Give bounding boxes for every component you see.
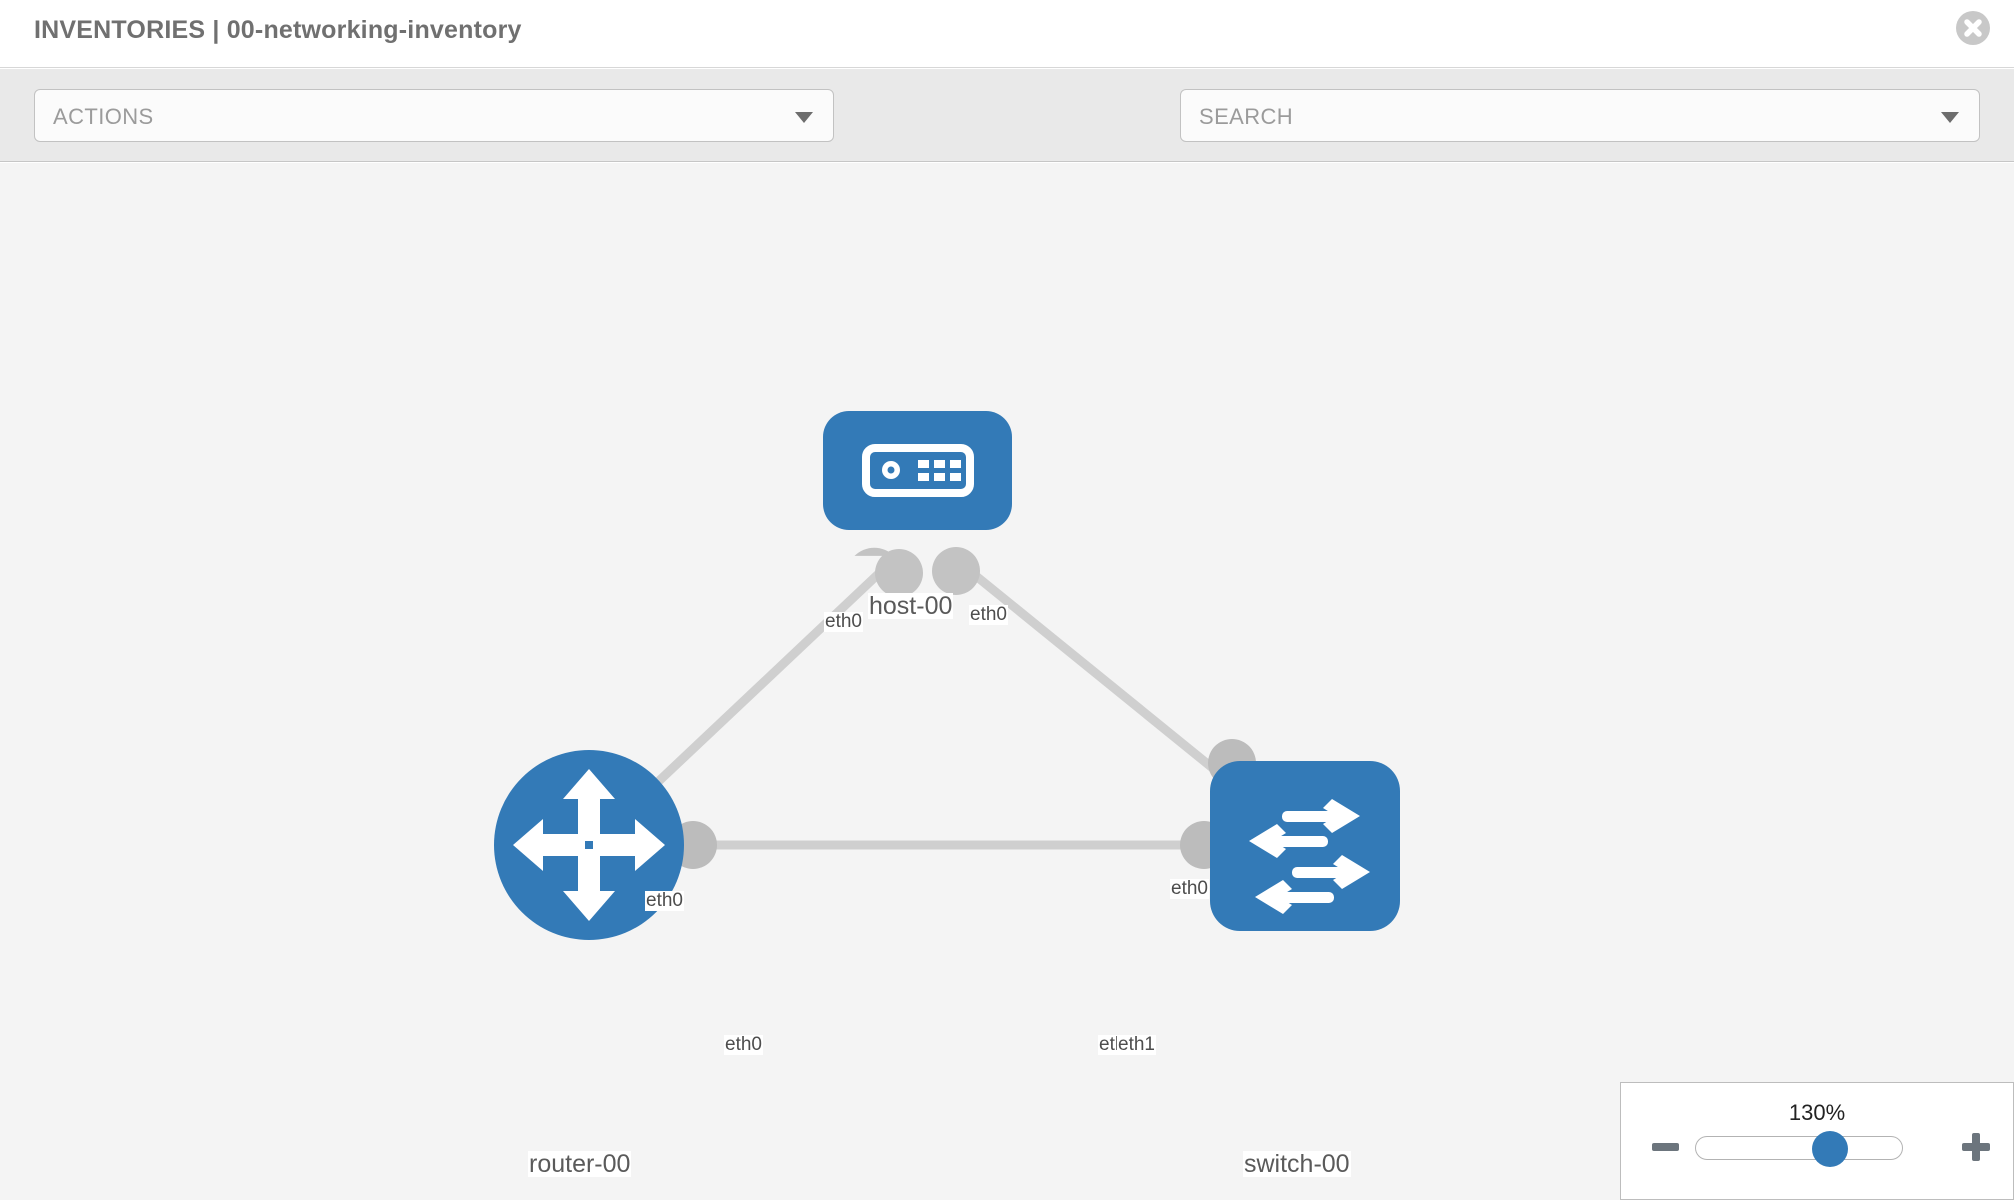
chevron-down-icon [795,112,813,123]
node-router-00-shape[interactable] [494,750,684,940]
zoom-out-button[interactable] [1649,1130,1683,1164]
node-host-00[interactable] [823,411,1012,530]
actions-dropdown-label: ACTIONS [53,104,154,129]
topology-graph [494,411,1400,940]
zoom-slider-thumb[interactable] [1812,1131,1848,1167]
node-router-00[interactable] [494,750,684,940]
iface-label-host-right: eth0 [969,604,1008,625]
close-button[interactable] [1956,11,1990,45]
page-header: INVENTORIES | 00-networking-inventory [0,0,2014,68]
node-host-00-shape[interactable] [823,411,1012,530]
zoom-control-panel: 130% [1620,1082,2014,1200]
iface-label-router-north: eth0 [645,890,684,911]
toolbar: ACTIONS SEARCH [0,69,2014,198]
actions-dropdown[interactable]: ACTIONS [34,89,834,142]
zoom-in-button[interactable] [1959,1130,1993,1164]
iface-label-router-east: eth0 [724,1034,763,1055]
connector-host-left [854,547,895,556]
connector-layer [669,547,1256,869]
connector-host-left-nub [875,549,923,597]
iface-label-switch-west: eth1 [1117,1034,1156,1055]
iface-label-switch-north: eth0 [1170,878,1209,899]
link-host-router[interactable] [621,559,894,817]
search-placeholder: SEARCH [1199,104,1294,129]
router-arrows-icon [513,769,665,921]
node-label-switch-00: switch-00 [1243,1150,1351,1178]
node-switch-00[interactable] [1210,761,1400,931]
iface-label-host-left: eth0 [824,611,863,632]
node-label-host-00: host-00 [868,592,954,620]
page-title: INVENTORIES | 00-networking-inventory [34,16,522,44]
topology-canvas[interactable]: eth0 eth0 eth0 eth0 eth0 eth eth1 host-0… [0,163,2014,1200]
search-input[interactable]: SEARCH [1180,89,1980,142]
search-chevron-down-icon[interactable] [1941,112,1959,123]
zoom-percent-label: 130% [1788,1100,1846,1125]
server-icon [862,444,974,497]
connector-host-right-nub [932,547,980,595]
close-icon [1964,19,1982,37]
switch-arrows-icon [1249,799,1370,914]
zoom-slider[interactable] [1695,1131,1903,1167]
node-label-router-00: router-00 [528,1150,632,1178]
